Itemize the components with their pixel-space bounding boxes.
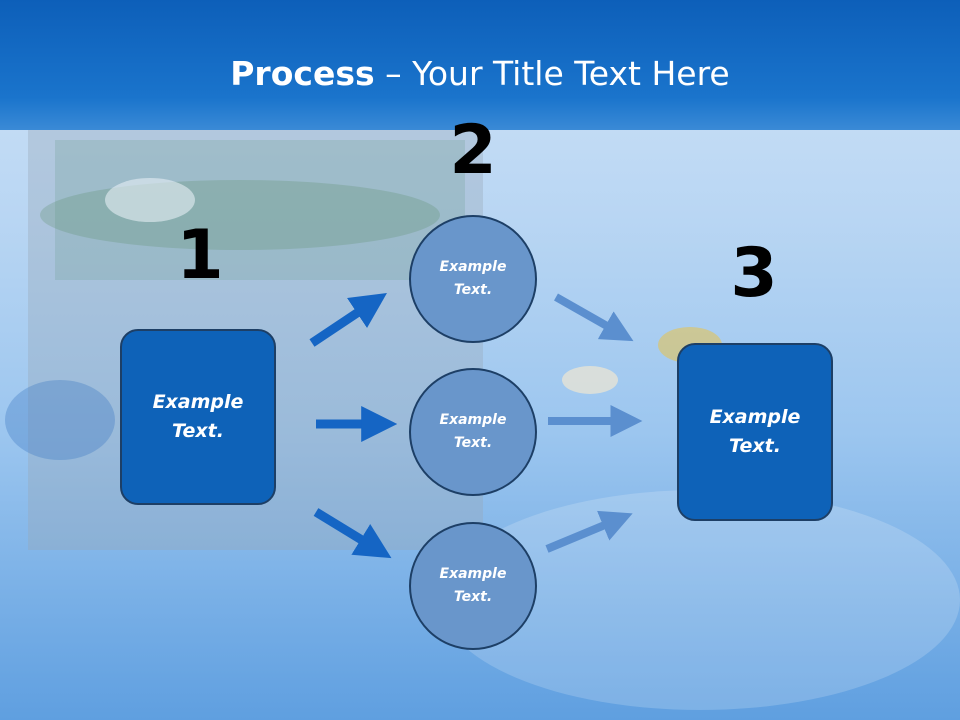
title-bar: Process – Your Title Text Here bbox=[0, 0, 960, 130]
step-number-1: 1 bbox=[176, 216, 224, 295]
circle-top-line-2: Text. bbox=[453, 282, 493, 298]
step-3-text-line-1: Example bbox=[709, 406, 801, 428]
white-fish-shape bbox=[562, 366, 618, 394]
circle-top-line-1: Example bbox=[439, 259, 507, 275]
fish-shape bbox=[5, 380, 115, 460]
circle-bottom-line-2: Text. bbox=[453, 589, 493, 605]
title-bold: Process bbox=[230, 54, 375, 93]
water-splash-shape bbox=[440, 490, 960, 710]
step-number-2: 2 bbox=[449, 111, 497, 190]
arrow-1-to-2-bottom bbox=[313, 508, 392, 559]
arrow-2-top-to-3 bbox=[554, 293, 634, 342]
step-number-3: 3 bbox=[730, 234, 778, 313]
circle-middle-line-2: Text. bbox=[453, 435, 493, 451]
arrow-2-bottom-to-3 bbox=[545, 510, 633, 553]
seagull-shape bbox=[105, 178, 195, 222]
step-3-text-line-2: Text. bbox=[729, 435, 781, 457]
title-rest: – Your Title Text Here bbox=[374, 54, 730, 93]
circle-middle-line-1: Example bbox=[439, 412, 507, 428]
slide-title: Process – Your Title Text Here bbox=[0, 54, 960, 94]
arrow-1-to-2-top bbox=[309, 293, 387, 347]
step-1-text-line-2: Text. bbox=[172, 420, 224, 442]
circle-bottom-line-1: Example bbox=[439, 566, 507, 582]
step-1-text-line-1: Example bbox=[152, 391, 244, 413]
